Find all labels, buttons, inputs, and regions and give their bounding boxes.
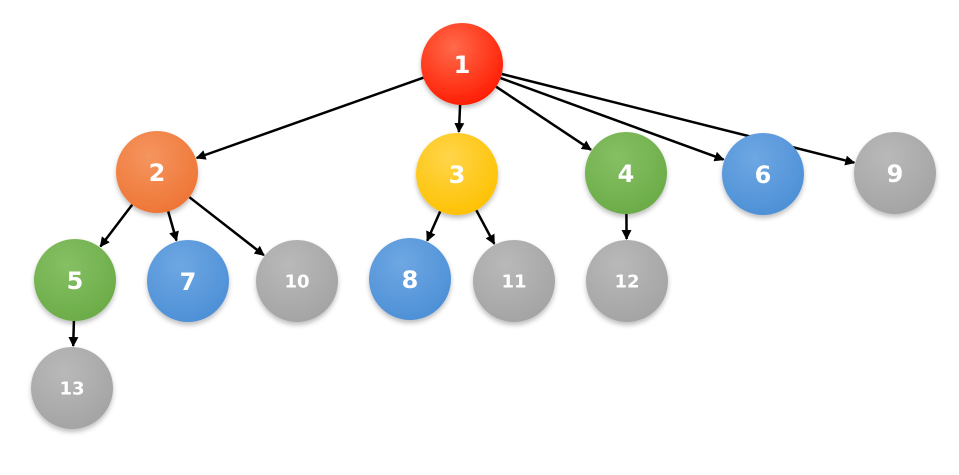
node-circle-9 bbox=[854, 132, 936, 214]
edge-3-to-11 bbox=[475, 209, 496, 245]
edge-1-to-3 bbox=[454, 104, 465, 133]
node-label-10: 10 bbox=[284, 272, 309, 293]
node-label-3: 3 bbox=[449, 161, 466, 189]
node-label-1: 1 bbox=[454, 51, 471, 79]
edge-1-to-2 bbox=[195, 76, 424, 160]
node-circle-12 bbox=[586, 240, 668, 322]
node-9: 9 bbox=[854, 132, 936, 214]
edge-5-to-13 bbox=[68, 320, 79, 347]
node-label-2: 2 bbox=[149, 159, 166, 187]
node-7: 7 bbox=[147, 240, 229, 322]
node-6: 6 bbox=[722, 133, 804, 215]
node-5: 5 bbox=[34, 239, 116, 321]
node-circle-2 bbox=[116, 131, 198, 213]
node-label-8: 8 bbox=[402, 266, 419, 294]
node-circle-6 bbox=[722, 133, 804, 215]
edge-1-to-6 bbox=[500, 76, 725, 162]
node-label-5: 5 bbox=[67, 267, 84, 295]
node-circle-10 bbox=[256, 240, 338, 322]
node-circle-5 bbox=[34, 239, 116, 321]
edge-3-to-8 bbox=[426, 210, 442, 242]
edge-1-to-4 bbox=[495, 85, 592, 151]
node-circle-4 bbox=[585, 132, 667, 214]
node-circle-3 bbox=[416, 133, 498, 215]
node-13: 13 bbox=[31, 347, 113, 429]
node-8: 8 bbox=[369, 238, 451, 320]
node-circle-7 bbox=[147, 240, 229, 322]
node-circle-11 bbox=[473, 240, 555, 322]
edge-2-to-5 bbox=[99, 203, 134, 248]
node-circle-1 bbox=[421, 23, 503, 105]
node-1: 1 bbox=[421, 23, 503, 105]
node-label-4: 4 bbox=[618, 160, 635, 188]
node-circle-13 bbox=[31, 347, 113, 429]
node-label-6: 6 bbox=[755, 161, 772, 189]
node-10: 10 bbox=[256, 240, 338, 322]
node-3: 3 bbox=[416, 133, 498, 215]
node-11: 11 bbox=[473, 240, 555, 322]
edge-2-to-7 bbox=[166, 211, 179, 242]
edge-1-to-9 bbox=[501, 72, 856, 166]
node-2: 2 bbox=[116, 131, 198, 213]
node-label-12: 12 bbox=[614, 272, 639, 293]
node-label-13: 13 bbox=[59, 379, 84, 400]
node-4: 4 bbox=[585, 132, 667, 214]
node-label-7: 7 bbox=[180, 268, 197, 296]
node-circle-8 bbox=[369, 238, 451, 320]
node-12: 12 bbox=[586, 240, 668, 322]
edges-layer bbox=[68, 72, 856, 347]
node-label-9: 9 bbox=[887, 160, 904, 188]
edge-2-to-10 bbox=[188, 196, 265, 257]
node-label-11: 11 bbox=[501, 272, 526, 293]
